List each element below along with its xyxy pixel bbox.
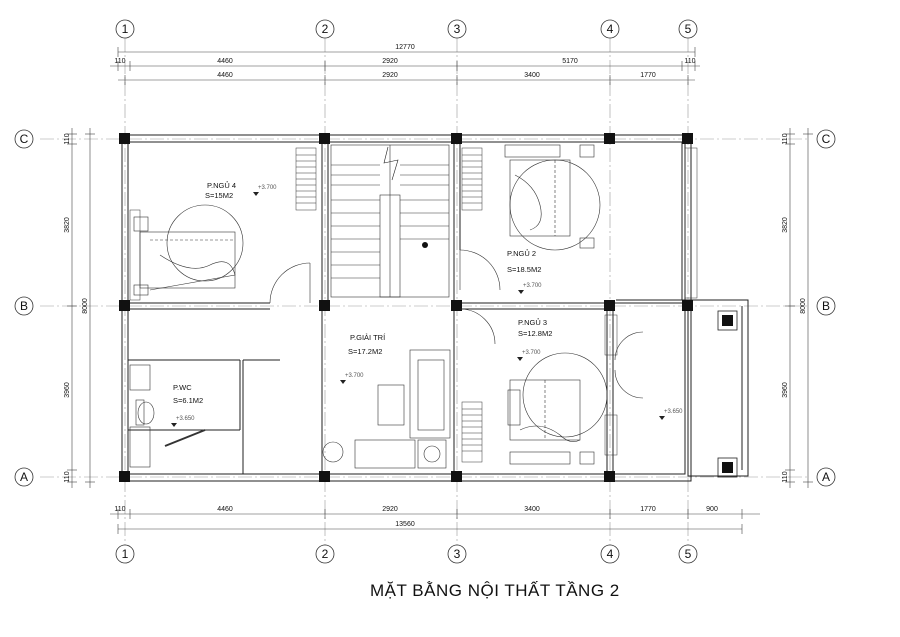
axis-label-3-bottom: 3 bbox=[454, 547, 461, 561]
dim-top-row1: 5170 bbox=[562, 58, 578, 65]
structural-columns bbox=[119, 133, 733, 482]
dim-bottom-overall: 13560 bbox=[395, 521, 415, 528]
dim-right: 8000 bbox=[800, 298, 807, 314]
axis-label-3-top: 3 bbox=[454, 22, 461, 36]
room-area-bedroom3: S=12.8M2 bbox=[518, 329, 552, 338]
dim-top-row2: 3400 bbox=[524, 72, 540, 79]
dim-left: 3820 bbox=[64, 217, 71, 233]
dim-bottom-row1: 1770 bbox=[640, 506, 656, 513]
axis-label-2-bottom: 2 bbox=[322, 547, 329, 561]
drawing-title: MẶT BẰNG NỘI THẤT TẦNG 2 bbox=[370, 581, 620, 600]
room-area-bedroom2: S=18.5M2 bbox=[507, 265, 541, 274]
room-name-bedroom3: P.NGỦ 3 bbox=[518, 318, 547, 327]
room-name-living: P.GIẢI TRÍ bbox=[350, 333, 386, 342]
room-level-bedroom3: +3.700 bbox=[522, 350, 541, 356]
dim-top-row2: 1770 bbox=[640, 72, 656, 79]
dim-left: 3960 bbox=[64, 382, 71, 398]
dim-top-overall: 12770 bbox=[395, 44, 415, 51]
room-name-bedroom2: P.NGỦ 2 bbox=[507, 249, 536, 258]
dim-right: 3960 bbox=[782, 382, 789, 398]
axis-label-2-top: 2 bbox=[322, 22, 329, 36]
axis-label-c-right: C bbox=[822, 132, 831, 146]
room-name-bedroom4: P.NGỦ 4 bbox=[207, 181, 236, 190]
dim-bottom-row1: 900 bbox=[706, 506, 718, 513]
dim-right: 110 bbox=[782, 471, 789, 482]
dim-top-row1: 2920 bbox=[382, 58, 398, 65]
dim-top-row1: 4460 bbox=[217, 58, 233, 65]
stair-marker bbox=[422, 242, 428, 248]
axis-label-1-bottom: 1 bbox=[122, 547, 129, 561]
staircase bbox=[330, 144, 450, 298]
dim-top-row2: 2920 bbox=[382, 72, 398, 79]
axis-label-4-bottom: 4 bbox=[607, 547, 614, 561]
room-level-bedroom2: +3.700 bbox=[523, 283, 542, 289]
dim-bottom-row1: 2920 bbox=[382, 506, 398, 513]
axis-label-a-right: A bbox=[822, 470, 830, 484]
axis-label-b-left: B bbox=[20, 299, 28, 313]
dimension-lines bbox=[67, 47, 813, 534]
dim-left: 8000 bbox=[82, 298, 89, 314]
level-markers bbox=[171, 192, 665, 427]
dim-right: 110 bbox=[782, 133, 789, 144]
dim-bottom-row1: 4460 bbox=[217, 506, 233, 513]
dim-bottom-row1: 110 bbox=[114, 506, 125, 513]
dim-right: 3820 bbox=[782, 217, 789, 233]
room-area-living: S=17.2M2 bbox=[348, 347, 382, 356]
axis-label-4-top: 4 bbox=[607, 22, 614, 36]
bed-room4 bbox=[133, 204, 244, 296]
dim-bottom-row1: 3400 bbox=[524, 506, 540, 513]
room-name-wc: P.WC bbox=[173, 383, 192, 392]
dim-top-row2: 4460 bbox=[217, 72, 233, 79]
axis-label-5-top: 5 bbox=[685, 22, 692, 36]
doors bbox=[164, 249, 644, 447]
bed-room2 bbox=[504, 144, 601, 251]
room-area-bedroom4: S=15M2 bbox=[205, 191, 233, 200]
dim-top-row1: 110 bbox=[684, 58, 695, 65]
wc-fixtures bbox=[129, 364, 155, 468]
room-level-wc: +3.650 bbox=[176, 416, 195, 422]
room-area-wc: S=6.1M2 bbox=[173, 396, 203, 405]
dim-top-row1: 110 bbox=[114, 58, 125, 65]
axis-label-1-top: 1 bbox=[122, 22, 129, 36]
living-furniture bbox=[322, 349, 451, 469]
axis-bubbles bbox=[14, 19, 836, 564]
dim-left: 110 bbox=[64, 133, 71, 144]
room-level-bedroom4: +3.700 bbox=[258, 185, 277, 191]
room-level-living: +3.700 bbox=[345, 373, 364, 379]
bed-room3 bbox=[507, 352, 608, 465]
dim-left: 110 bbox=[64, 471, 71, 482]
axis-label-b-right: B bbox=[822, 299, 830, 313]
axis-label-a-left: A bbox=[20, 470, 28, 484]
balcony-level: +3.650 bbox=[664, 409, 683, 415]
axis-label-c-left: C bbox=[20, 132, 29, 146]
axis-label-5-bottom: 5 bbox=[685, 547, 692, 561]
axis-grid bbox=[40, 38, 810, 545]
